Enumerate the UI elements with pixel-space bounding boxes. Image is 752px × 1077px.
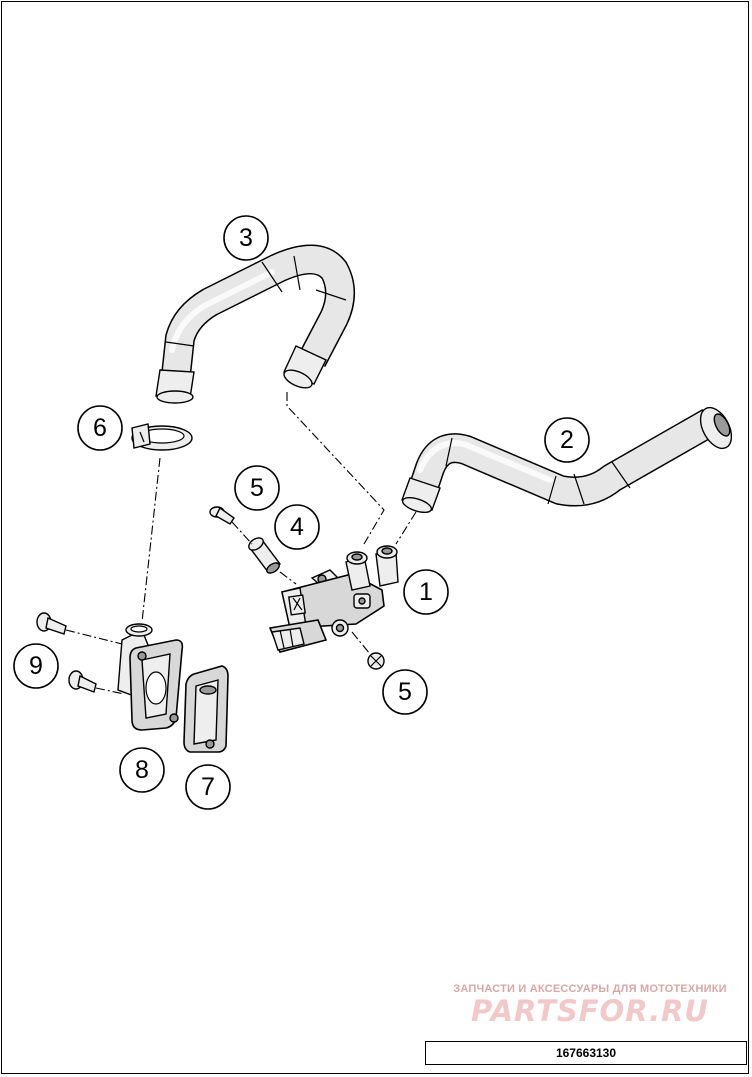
part-number-box: 167663130 — [425, 1041, 747, 1065]
callout-2: 2 — [544, 417, 590, 463]
callout-4-label: 4 — [290, 513, 304, 541]
callout-6-label: 6 — [93, 414, 107, 442]
callout-5-upper-label: 5 — [250, 474, 264, 502]
callout-5-lower-label: 5 — [398, 678, 412, 706]
callout-2-label: 2 — [560, 426, 574, 454]
screw-5-upper — [209, 506, 235, 525]
callout-7-label: 7 — [201, 773, 215, 801]
cover-8 — [117, 623, 184, 731]
callout-5-lower: 5 — [382, 669, 428, 715]
screw-5-lower — [367, 652, 385, 670]
assembly-lines — [65, 392, 417, 695]
gasket-7 — [183, 665, 229, 753]
bolts-9 — [36, 612, 97, 693]
hose-3 — [155, 244, 355, 404]
callout-6: 6 — [77, 405, 123, 451]
callout-1-label: 1 — [419, 578, 433, 606]
callout-3-label: 3 — [239, 224, 253, 252]
watermark-tagline: ЗАПЧАСТИ И АКСЕССУАРЫ ДЛЯ МОТОТЕХНИКИ — [453, 983, 727, 995]
rubber-bush-4 — [248, 537, 282, 574]
watermark-logo: PARTSFOR.RU — [471, 994, 709, 1028]
callout-7: 7 — [185, 764, 231, 810]
callout-9-label: 9 — [29, 652, 43, 680]
part-number: 167663130 — [555, 1046, 617, 1060]
callout-5-upper: 5 — [234, 465, 280, 511]
callout-9: 9 — [13, 643, 59, 689]
callout-3: 3 — [223, 215, 269, 261]
callout-4: 4 — [274, 504, 320, 550]
callout-1: 1 — [403, 569, 449, 615]
callout-8-label: 8 — [135, 756, 149, 784]
hose-2 — [401, 406, 733, 514]
clamp-6 — [131, 423, 193, 451]
callout-8: 8 — [119, 747, 165, 793]
valve-1 — [268, 545, 399, 653]
